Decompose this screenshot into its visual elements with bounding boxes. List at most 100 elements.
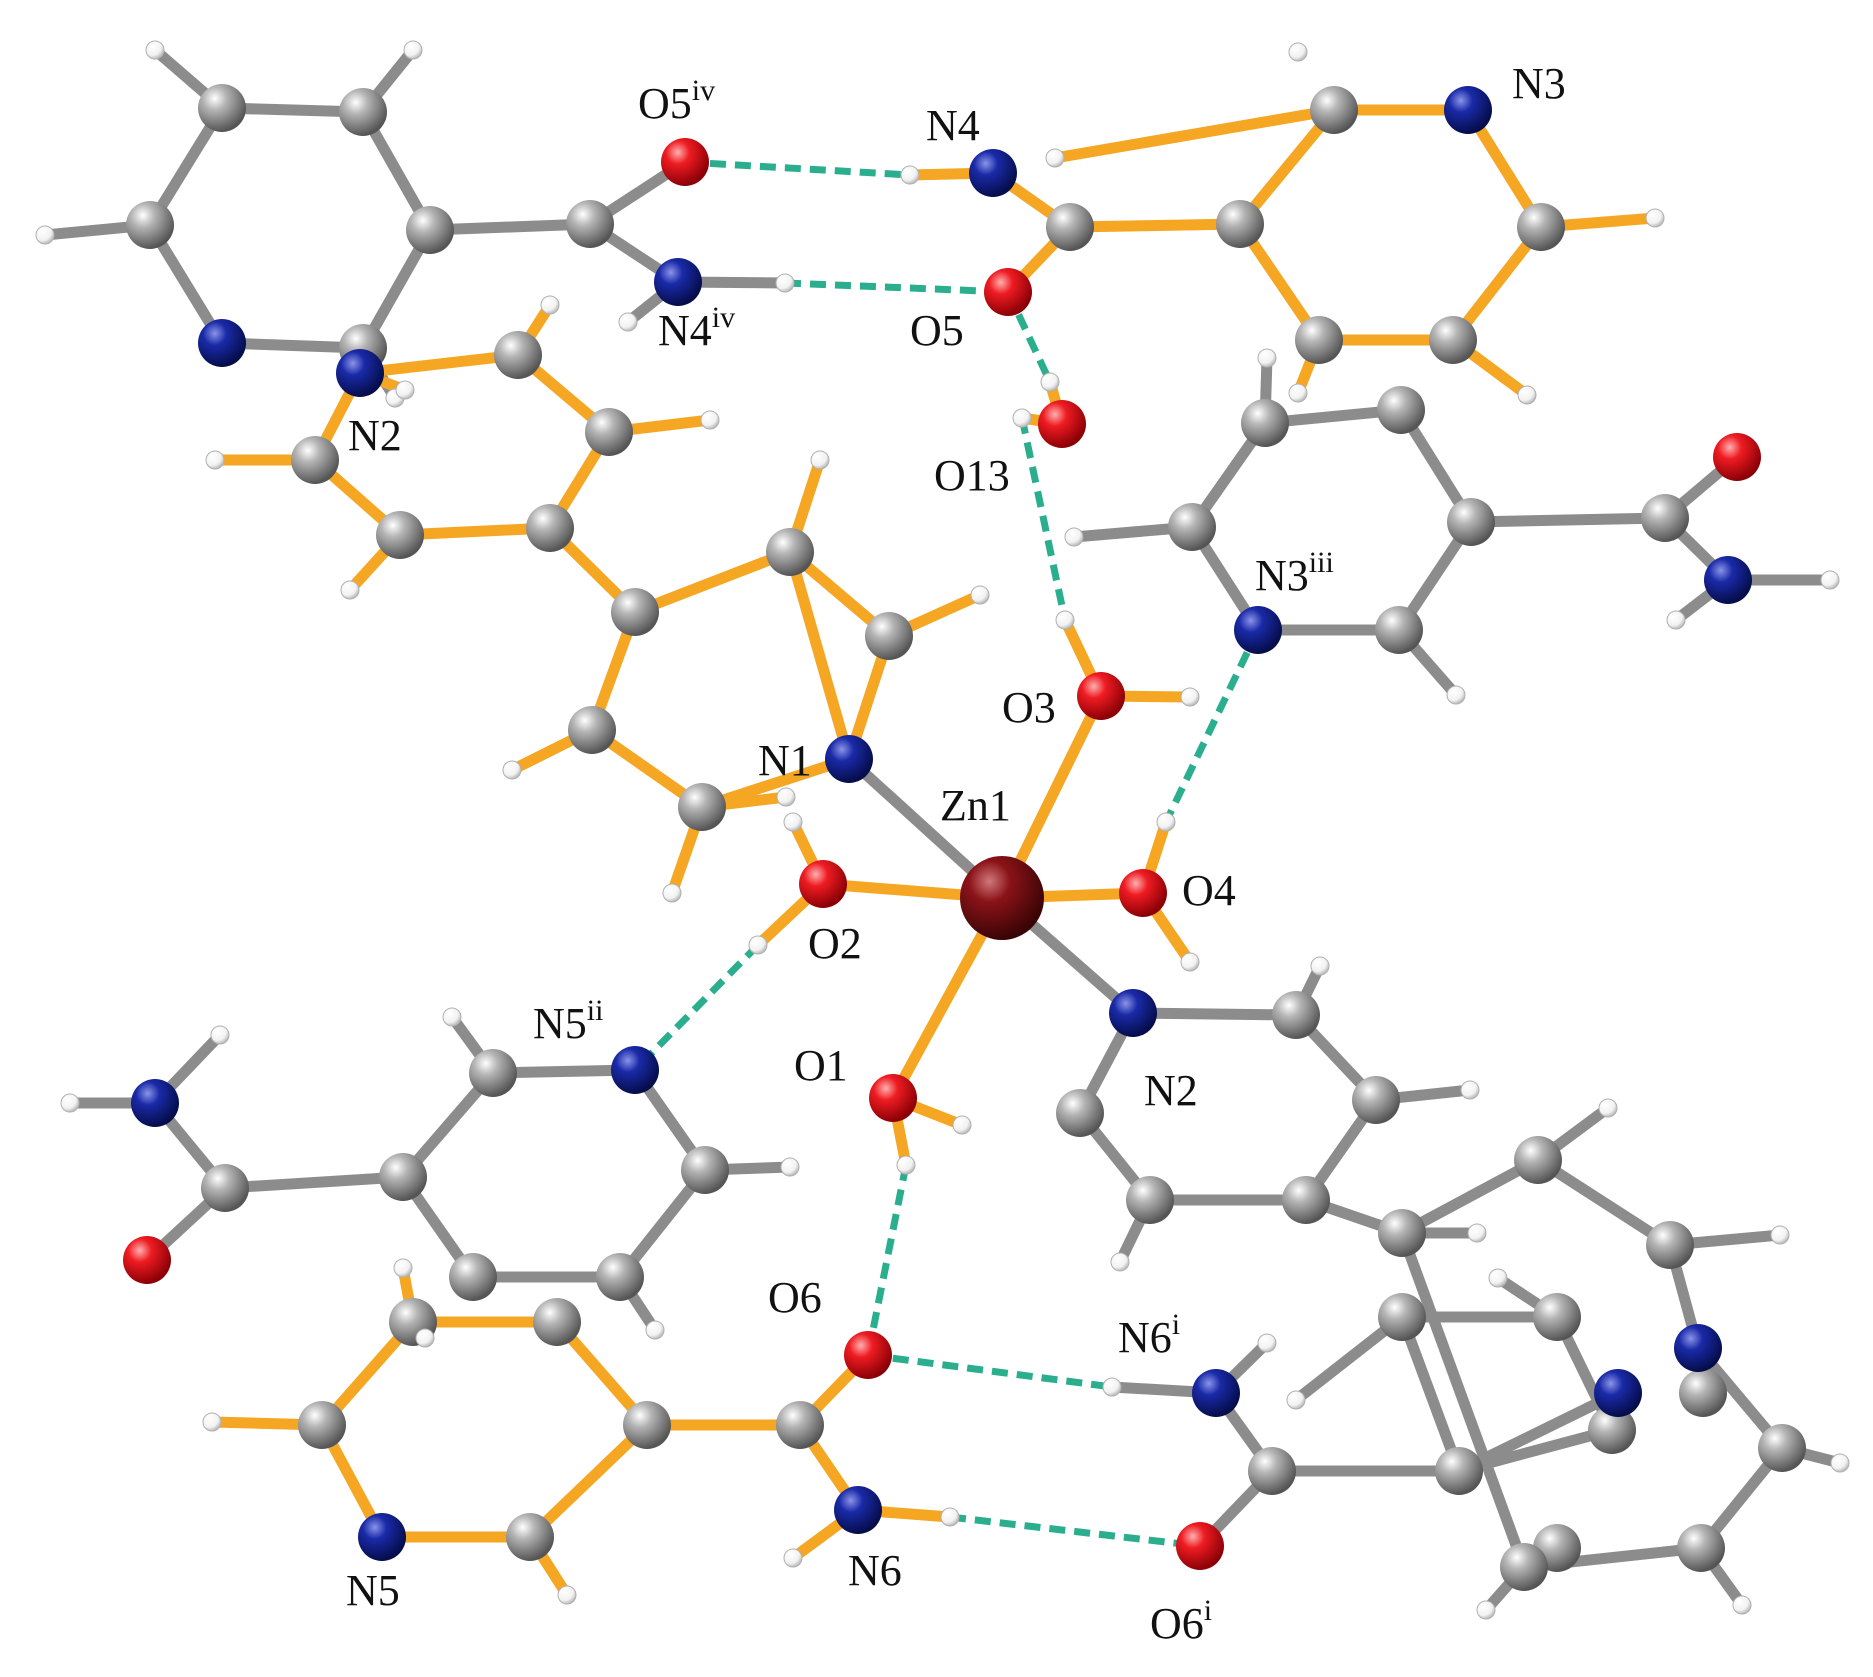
carbon-atom-B2 [1046,203,1094,251]
hydrogen-atom-H15 [415,1328,435,1348]
hydrogen-bond-layer [632,158,1262,1550]
carbon-atom-D5 [678,783,726,831]
hydrogen-atom-O4b [1180,952,1200,972]
hydrogen-atom-B14 [1517,385,1537,405]
carbon-atom-E6 [1375,606,1423,654]
hydrogen-atom-G12 [645,1320,665,1340]
hydrogen-atom-A15 [618,312,638,332]
label-o5: O5 [910,306,964,355]
hydrogen-bond-O1a-H1 [864,1164,910,1356]
label-o6: O6 [768,1273,822,1322]
oxygen-atom-O3 [1077,672,1125,720]
hydrogen-atom-H11 [202,1412,222,1432]
oxygen-atom-H1 [844,1331,892,1379]
bond-D1-D3 [784,546,855,765]
nitrogen-atom-E9 [1704,556,1752,604]
hydrogen-atom-C10 [205,450,225,470]
carbon-atom-B8 [1429,316,1477,364]
carbon-atom-G6 [681,1146,729,1194]
hydrogen-atom-O3b [1180,687,1200,707]
hydrogen-atom-E10 [1257,348,1277,368]
label-n5: N5 [346,1566,400,1615]
carbon-atom-B4 [1216,200,1264,248]
carbon-atom-C2 [494,331,542,379]
carbon-atom-D2 [611,588,659,636]
bond-B2-B4 [1064,218,1246,233]
carbon-atom-I6 [1533,1293,1581,1341]
hydrogen-atom-I13 [1488,1268,1508,1288]
carbon-atom-D3 [766,528,814,576]
label-o3: O3 [1002,683,1056,732]
hydrogen-atom-B13 [1645,208,1665,228]
hydrogen-atom-I10 [1102,1377,1122,1397]
hydrogen-atom-O4a [1156,812,1176,832]
hydrogen-atom-J13 [1476,1600,1496,1620]
carbon-atom-J7 [1677,1524,1725,1572]
hydrogen-atom-F9 [1110,1252,1130,1272]
hydrogen-atom-D9 [502,760,522,780]
carbon-atom-F5 [1126,1176,1174,1224]
hydrogen-atom-I12 [1286,1390,1306,1410]
carbon-atom-A3 [406,206,454,254]
carbon-atom-C6 [291,436,339,484]
bond-C4-C5 [394,522,556,541]
hydrogen-atom-C11 [395,380,415,400]
hydrogen-bond-A8-B11 [684,158,911,179]
hydrogen-atom-G11 [780,1157,800,1177]
nitrogen-atom-C1 [336,349,384,397]
oxygen-atom-B3 [984,268,1032,316]
carbon-atom-C5 [376,511,424,559]
nitrogen-atom-E1 [1234,606,1282,654]
oxygen-atom-O4 [1119,869,1167,917]
nitrogen-atom-B6 [1444,86,1492,134]
hydrogen-atom-F7 [1310,956,1330,976]
bond-J2-J3 [1532,1154,1676,1251]
carbon-atom-J2 [1514,1136,1562,1184]
bond-J8-J1 [1396,1227,1530,1573]
label-zn1: Zn1 [940,781,1011,830]
hydrogen-atom-B12 [1288,42,1308,62]
oxygen-atom-O2 [799,860,847,908]
oxygen-atom-A8 [661,138,709,186]
hydrogen-atom-B15 [1288,383,1308,403]
nitrogen-atom-A5 [198,319,246,367]
hydrogen-atom-D11 [776,787,796,807]
carbon-atom-I7 [1588,1406,1636,1454]
carbon-atom-A2 [339,88,387,136]
nitrogen-atom-I1 [1192,1369,1240,1417]
hydrogen-atom-D7 [810,450,830,470]
carbon-atom-A1 [198,84,246,132]
carbon-atom-G7 [201,1164,249,1212]
carbon-atom-B9 [1295,316,1343,364]
hydrogen-bond-O2b-G1 [632,942,761,1073]
nitrogen-atom-D1 [825,735,873,783]
nitrogen-atom-G1 [611,1046,659,1094]
label-n5-ii: N5ii [533,994,603,1048]
carbon-atom-J4 [1679,1369,1727,1417]
nitrogen-atom-F1 [1109,989,1157,1037]
oxygen-atom-W1 [1038,400,1086,448]
label-n6-i: N6i [1118,1308,1180,1362]
label-n4-iv: N4iv [658,301,735,355]
hydrogen-atom-H13 [940,1507,960,1527]
label-o2: O2 [808,919,862,968]
hydrogen-atom-F8 [1460,1080,1480,1100]
nitrogen-atom-A9 [654,258,702,306]
carbon-atom-H5 [533,1298,581,1346]
hydrogen-atom-O1a [896,1155,916,1175]
carbon-atom-H7 [298,1401,346,1449]
label-n3: N3 [1512,59,1566,108]
nitrogen-atom-H3 [834,1486,882,1534]
carbon-atom-J1 [1378,1209,1426,1257]
hydrogen-atom-E12 [1446,685,1466,705]
carbon-atom-E3 [1241,399,1289,447]
carbon-atom-A7 [566,200,614,248]
label-o6-i: O6i [1150,1594,1212,1648]
label-o1: O1 [794,1041,848,1090]
hydrogen-atom-E13 [1820,570,1840,590]
nitrogen-atom-I8 [1594,1369,1642,1417]
hydrogen-atom-D8 [970,585,990,605]
hydrogen-bond-B3-W2 [1004,290,1054,384]
carbon-atom-J6 [1758,1424,1806,1472]
carbon-atom-F2 [1272,991,1320,1039]
